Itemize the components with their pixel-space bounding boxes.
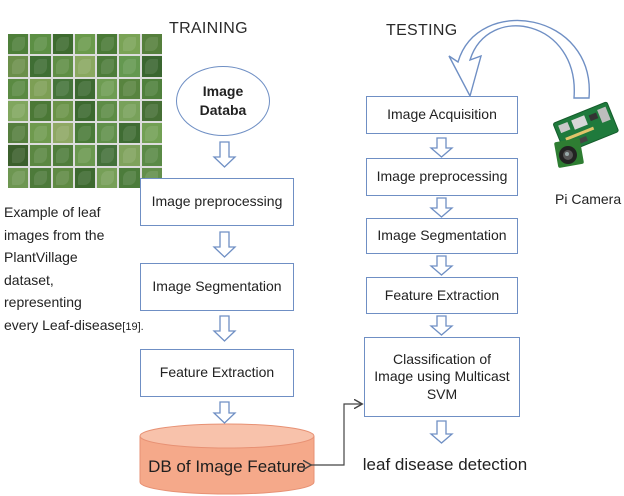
leaf-tile: [52, 78, 73, 99]
testing-classification-box: Classification of Image using Multicast …: [364, 337, 520, 417]
leaf-tile: [119, 100, 140, 122]
leaf-tile: [97, 34, 118, 55]
leaf-tile: [97, 78, 118, 99]
training-arrow-2: [212, 231, 237, 258]
leaf-tile: [141, 100, 162, 122]
training-preprocessing-box: Image preprocessing: [140, 178, 294, 226]
leaf-tile: [74, 100, 96, 122]
leaf-tile: [141, 145, 162, 166]
leaf-dataset-image: [8, 34, 162, 188]
leaf-tile: [30, 100, 51, 122]
training-arrow-4: [212, 401, 237, 424]
testing-heading: TESTING: [386, 22, 458, 39]
image-database-node: Image Databa: [176, 66, 270, 136]
leaf-tile: [119, 167, 140, 188]
classification-line-1: Classification of: [392, 350, 492, 367]
caption-line: PlantVillage: [4, 249, 78, 265]
leaf-tile: [74, 78, 96, 99]
training-segmentation-box: Image Segmentation: [140, 263, 294, 311]
leaf-tile: [52, 34, 73, 55]
training-heading: TRAINING: [169, 20, 248, 37]
camera-feedback-arrow: [448, 19, 590, 99]
leaf-tile: [97, 100, 118, 122]
training-arrow-3: [212, 315, 237, 342]
leaf-tile: [74, 34, 96, 55]
caption-line: representing: [4, 294, 82, 310]
testing-feature-extraction-box: Feature Extraction: [366, 277, 518, 314]
testing-arrow-5: [429, 420, 454, 444]
leaf-tile: [141, 34, 162, 55]
classification-line-2: Image using Multicast: [374, 368, 510, 385]
classification-line-3: SVM: [426, 385, 458, 402]
leaf-tile: [8, 123, 29, 144]
leaf-tile: [74, 123, 96, 144]
testing-arrow-4: [429, 315, 454, 336]
leaf-tile: [30, 34, 51, 55]
training-feature-extraction-box: Feature Extraction: [140, 349, 294, 397]
dataset-caption: Example of leaf images from the PlantVil…: [4, 201, 174, 338]
leaf-tile: [74, 56, 96, 77]
leaf-tile: [119, 78, 140, 99]
leaf-tile: [8, 100, 29, 122]
db-feature-label: DB of Image Feature: [148, 457, 306, 476]
leaf-tile: [52, 56, 73, 77]
caption-line: images from the: [4, 226, 105, 243]
leaf-tile: [8, 34, 29, 55]
caption-line: dataset,: [4, 271, 54, 288]
testing-preprocessing-box: Image preprocessing: [366, 158, 518, 196]
leaf-tile: [52, 145, 73, 166]
database-label-line-2: Databa: [199, 102, 247, 118]
leaf-tile: [30, 56, 51, 77]
leaf-tile: [30, 78, 51, 99]
leaf-tile: [119, 56, 140, 77]
leaf-tile: [8, 78, 29, 99]
testing-arrow-3: [429, 255, 454, 276]
leaf-tile: [141, 123, 162, 144]
testing-arrow-1: [429, 137, 454, 158]
caption-line: every Leaf-disease[19].: [4, 314, 174, 339]
leaf-tile: [8, 167, 29, 188]
caption-citation: [19].: [122, 320, 144, 333]
leaf-tile: [119, 123, 140, 144]
leaf-tile: [52, 100, 73, 122]
leaf-tile: [141, 78, 162, 99]
database-cylinder: [139, 423, 315, 495]
testing-acquisition-box: Image Acquisition: [366, 96, 518, 134]
leaf-tile: [52, 123, 73, 144]
training-arrow-1: [212, 141, 237, 168]
leaf-tile: [8, 145, 29, 166]
leaf-tile: [119, 34, 140, 55]
leaf-tile: [30, 145, 51, 166]
database-label-line-1: Image: [202, 83, 244, 100]
leaf-tile: [97, 167, 118, 188]
leaf-tile: [141, 56, 162, 77]
testing-segmentation-box: Image Segmentation: [366, 218, 518, 254]
pi-camera-image: [553, 101, 619, 168]
leaf-tile: [97, 145, 118, 166]
leaf-tile: [74, 167, 96, 188]
caption-line: Example of leaf: [4, 204, 101, 220]
leaf-tile: [52, 167, 73, 188]
caption-last-line: every Leaf-disease: [4, 316, 123, 333]
leaf-tile: [74, 145, 96, 166]
pi-camera-label: Pi Camera: [555, 191, 622, 207]
leaf-tile: [30, 123, 51, 144]
testing-arrow-2: [429, 197, 454, 218]
leaf-disease-detection-label: leaf disease detection: [362, 455, 528, 474]
leaf-tile: [8, 56, 29, 77]
leaf-tile: [119, 145, 140, 166]
leaf-tile: [30, 167, 51, 188]
db-classification-connector: [310, 404, 361, 465]
leaf-tile: [97, 123, 118, 144]
leaf-tile: [97, 56, 118, 77]
